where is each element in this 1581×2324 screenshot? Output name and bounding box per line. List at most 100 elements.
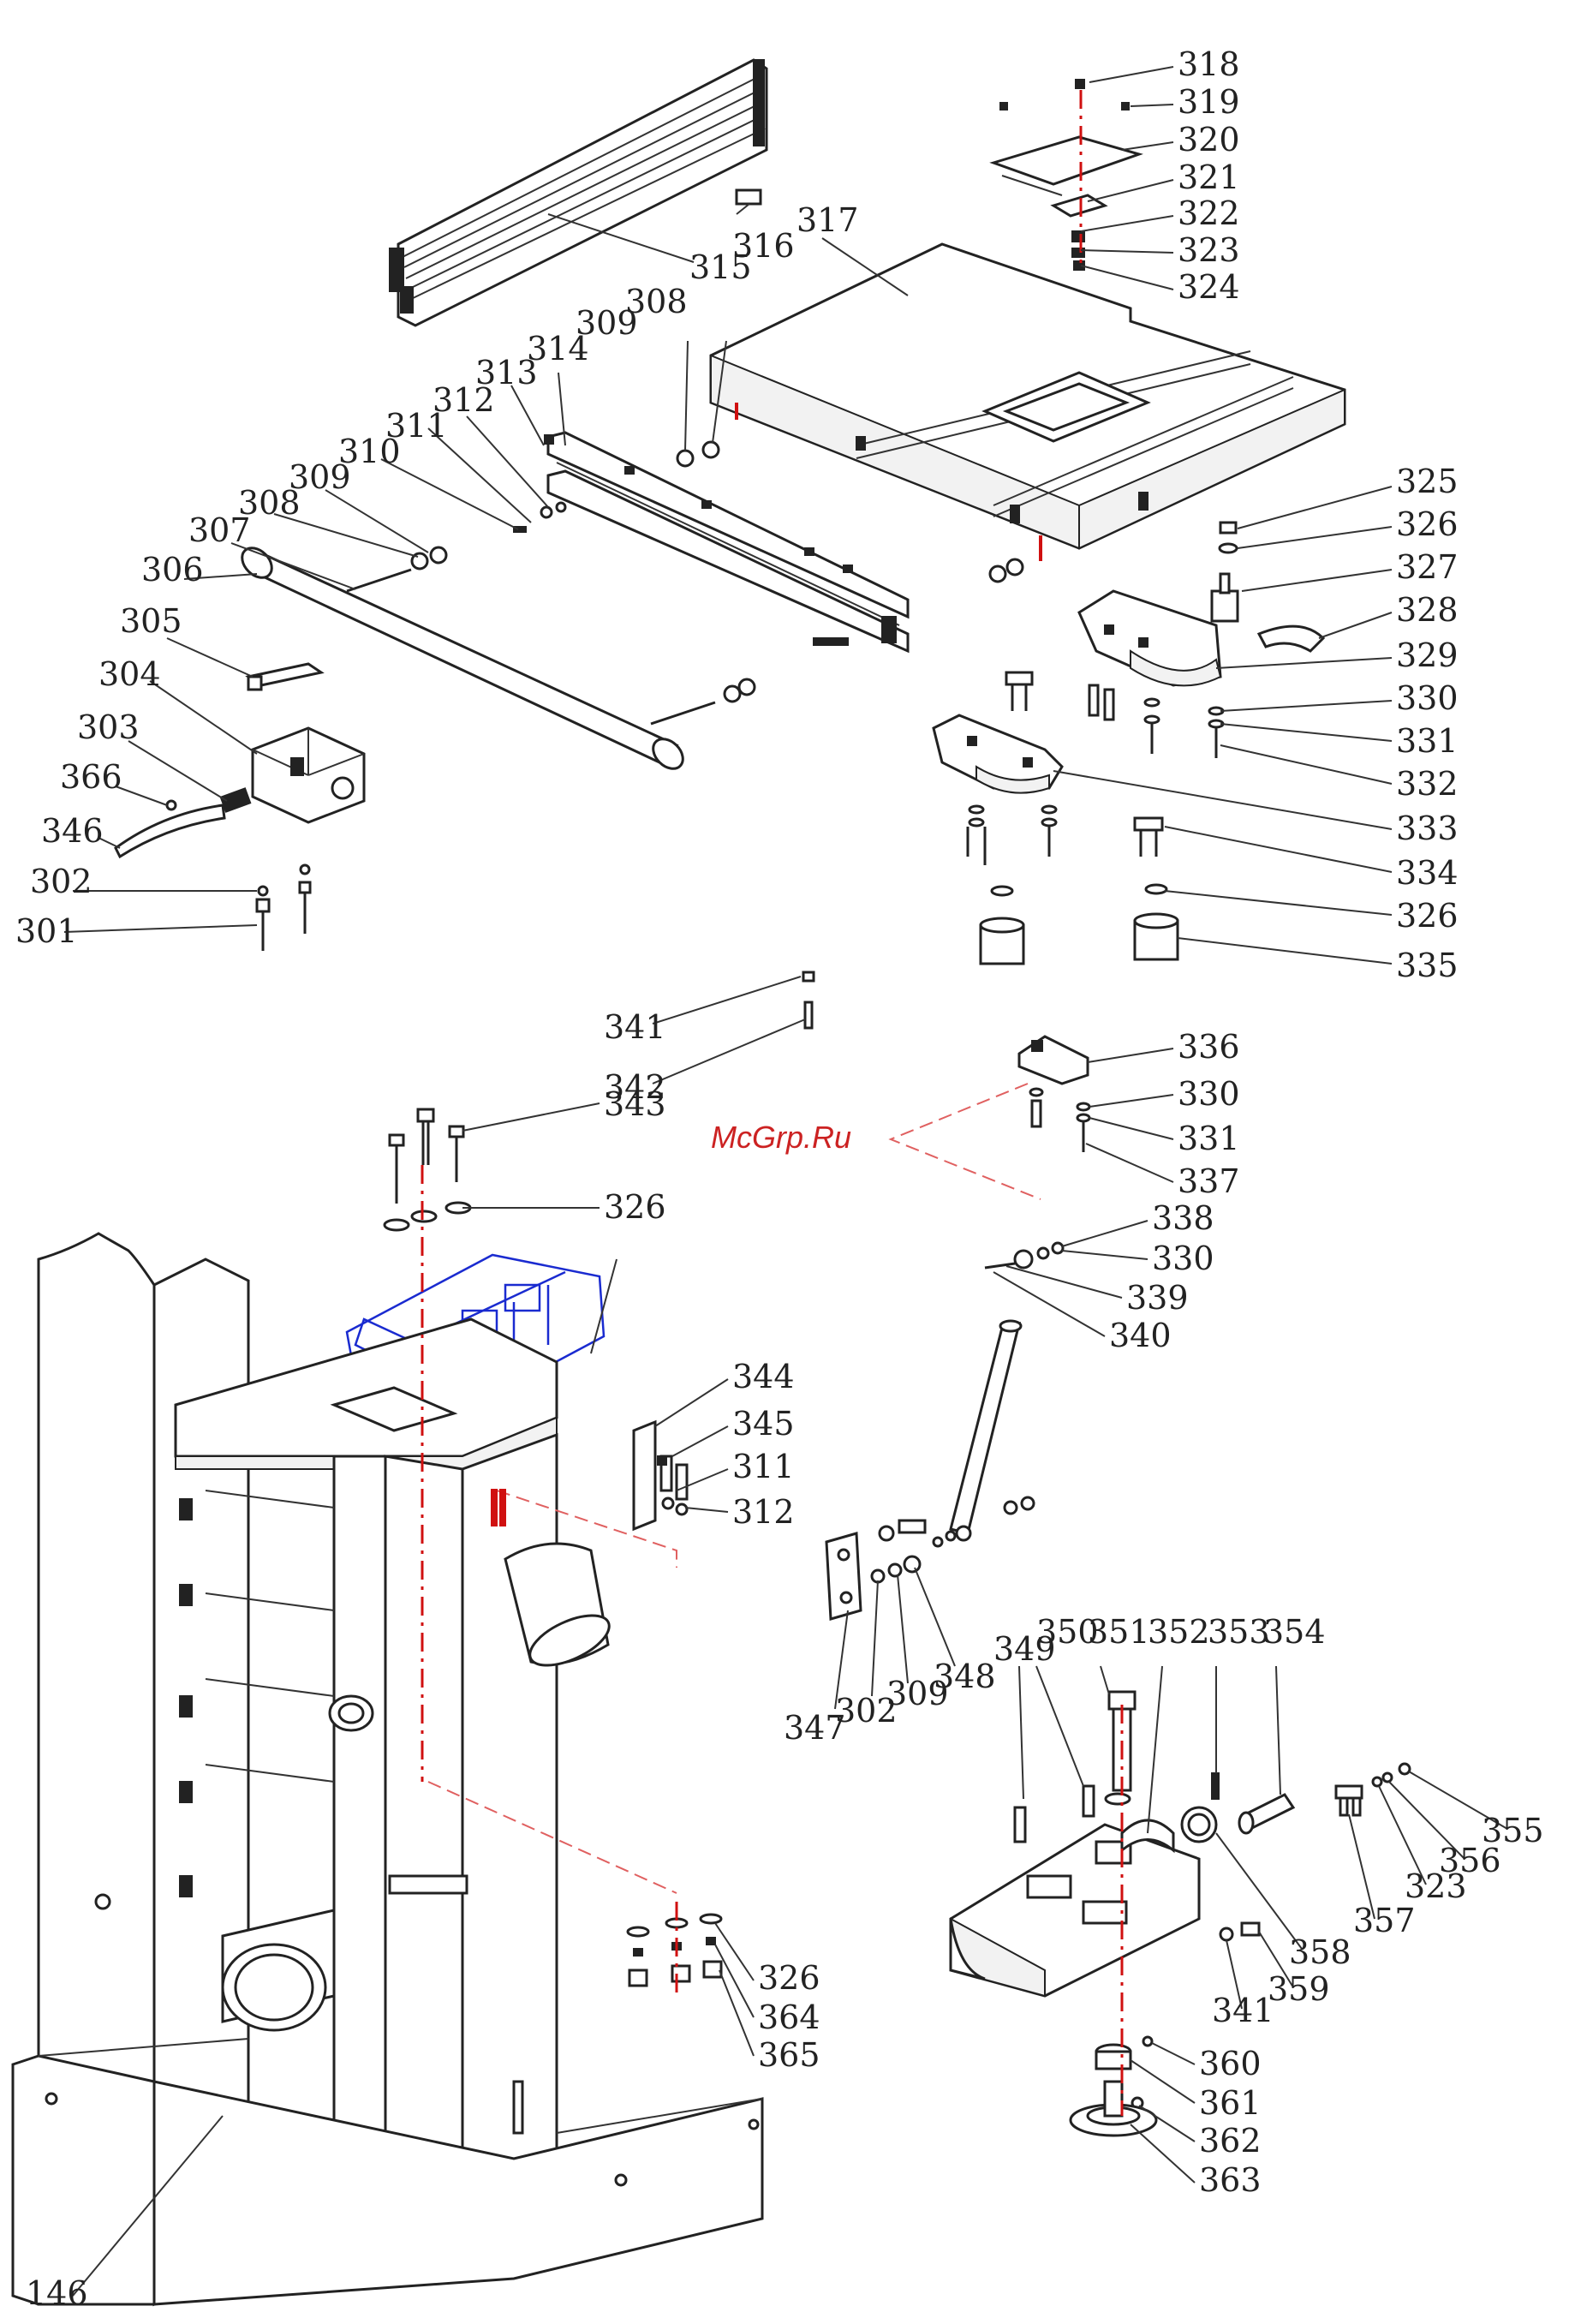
callout-311: 311 (385, 407, 448, 445)
callout-364: 364 (758, 1998, 820, 2036)
callout-331: 331 (1396, 722, 1459, 760)
callout-347: 347 (784, 1709, 846, 1747)
callout-328: 328 (1396, 591, 1459, 629)
callout-344: 344 (732, 1358, 795, 1395)
callout-356: 356 (1439, 1842, 1501, 1879)
callout-317: 317 (796, 201, 859, 239)
callout-341: 341 (604, 1008, 666, 1046)
callout-352: 352 (1148, 1613, 1210, 1651)
saw-table (709, 242, 1346, 550)
fence-rail (389, 58, 768, 327)
callout-315: 315 (689, 248, 752, 286)
callout-332: 332 (1396, 765, 1459, 803)
callout-314: 314 (527, 330, 589, 367)
plate-347 (825, 1519, 957, 1621)
callout-354: 354 (1263, 1613, 1326, 1651)
callout-330-b: 330 (1178, 1075, 1240, 1113)
callout-359: 359 (1268, 1970, 1330, 2008)
callout-309: 309 (576, 304, 638, 342)
bolts-301 (255, 863, 312, 951)
callout-309-c: 309 (886, 1675, 949, 1712)
callout-308-left: 308 (238, 484, 301, 522)
callout-labels: 318 319 320 321 322 323 324 317 316 315 … (15, 45, 1544, 2312)
callout-366: 366 (60, 758, 122, 796)
tilt-base-assembly (949, 1690, 1411, 2137)
callout-325: 325 (1396, 463, 1459, 500)
callout-327: 327 (1396, 548, 1459, 586)
callout-326-c: 326 (604, 1188, 666, 1226)
callout-322: 322 (1178, 194, 1240, 232)
callout-358: 358 (1289, 1933, 1351, 1971)
washer-308a (701, 440, 720, 459)
callout-307: 307 (188, 511, 251, 549)
callout-313: 313 (475, 354, 538, 391)
callout-326-d: 326 (758, 1959, 820, 1997)
callout-316: 316 (732, 227, 795, 265)
callout-324: 324 (1178, 268, 1240, 306)
callout-312-b: 312 (732, 1493, 795, 1531)
callout-346: 346 (41, 812, 104, 850)
callout-306: 306 (141, 551, 204, 588)
cabinet-frame (11, 1232, 764, 2307)
fence-tube (241, 547, 684, 770)
callout-363: 363 (1199, 2161, 1262, 2199)
washer-309b (429, 546, 448, 565)
callout-301: 301 (15, 912, 78, 950)
part-312a (540, 505, 553, 519)
callout-335: 335 (1396, 947, 1459, 984)
callout-343: 343 (604, 1085, 666, 1123)
callout-312: 312 (433, 381, 495, 419)
bolts-343 (383, 1108, 472, 1232)
callout-311-b: 311 (732, 1448, 795, 1485)
callout-302: 302 (30, 863, 92, 900)
callout-330: 330 (1396, 679, 1459, 717)
callout-321: 321 (1178, 158, 1240, 196)
bracket-344 (632, 1419, 689, 1532)
fasteners-364-365 (626, 1913, 723, 1987)
callout-310: 310 (338, 433, 401, 470)
callout-349: 349 (993, 1630, 1056, 1668)
callout-146: 146 (26, 2274, 88, 2312)
callout-331-b: 331 (1178, 1120, 1240, 1157)
part-341a (802, 971, 815, 983)
callout-326: 326 (1396, 505, 1459, 543)
callout-353: 353 (1208, 1613, 1270, 1651)
callout-345: 345 (732, 1405, 795, 1443)
link-rod (949, 1241, 1065, 1542)
callout-329: 329 (1396, 636, 1459, 674)
leader-lines (63, 66, 1508, 2297)
bracket-336 (1017, 1035, 1091, 1152)
callout-305: 305 (120, 602, 182, 640)
watermark: McGrp.Ru (711, 1120, 851, 1155)
callout-340: 340 (1109, 1317, 1172, 1354)
callout-303: 303 (77, 708, 140, 746)
callout-319: 319 (1178, 83, 1240, 121)
washer-right-a (988, 565, 1007, 583)
callout-302-b: 302 (835, 1692, 898, 1730)
callout-318: 318 (1178, 45, 1240, 83)
callout-323: 323 (1178, 231, 1240, 269)
callout-360: 360 (1199, 2045, 1262, 2082)
callout-330-c: 330 (1152, 1240, 1214, 1277)
callout-304: 304 (98, 655, 161, 693)
fence-block-304 (251, 726, 366, 824)
callout-350: 350 (1036, 1613, 1099, 1651)
callout-342: 342 (604, 1068, 666, 1106)
callout-326-b: 326 (1396, 897, 1459, 935)
callout-362: 362 (1199, 2122, 1262, 2160)
callout-355: 355 (1482, 1812, 1544, 1849)
part-311a (555, 501, 567, 513)
part-316 (735, 188, 762, 206)
callout-320: 320 (1178, 121, 1240, 158)
callout-323-b: 323 (1405, 1867, 1467, 1905)
callout-365: 365 (758, 2036, 820, 2074)
washer-right-b (1005, 558, 1024, 577)
bolt-307 (346, 568, 412, 593)
callout-351: 351 (1088, 1613, 1150, 1651)
callout-309-left: 309 (289, 458, 351, 496)
front-rail (544, 431, 910, 654)
callout-334: 334 (1396, 854, 1459, 892)
washer-310 (410, 552, 429, 571)
handle-346 (114, 787, 252, 859)
